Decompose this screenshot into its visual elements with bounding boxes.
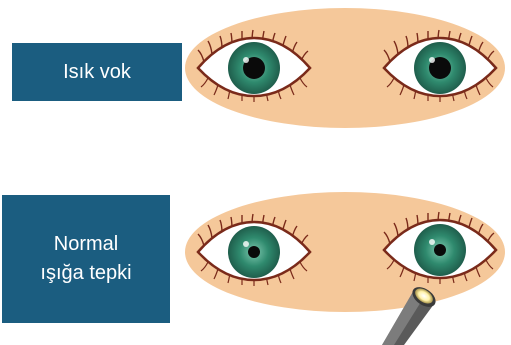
eyes-diagram — [0, 0, 511, 345]
